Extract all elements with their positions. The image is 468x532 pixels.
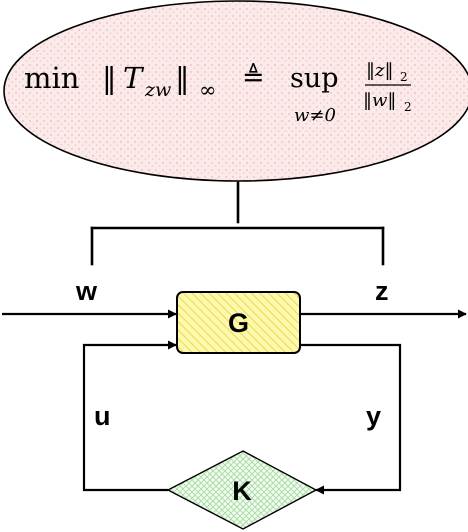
feedback-path-y — [300, 343, 402, 495]
formula-defeq: ≜ — [242, 62, 265, 93]
signal-label-z: z — [375, 276, 389, 306]
signal-label-y: y — [366, 401, 381, 431]
formula-sup-subscript: w≠0 — [294, 105, 336, 126]
objective-ellipse — [3, 0, 468, 182]
formula-norm-close: ‖ — [175, 61, 190, 95]
formula-infinity: ∞ — [199, 78, 217, 102]
formula-T-subscript: zw — [144, 79, 171, 101]
feedback-path-u — [82, 340, 177, 492]
formula-norm-open: ‖ — [102, 61, 117, 95]
formula-numerator: ‖z‖ — [366, 60, 393, 81]
controller-label: K — [232, 476, 252, 506]
objective-bracket — [90, 181, 385, 266]
signal-label-w: w — [75, 276, 98, 306]
formula-numerator-subscript: 2 — [400, 70, 408, 84]
signal-label-u: u — [94, 401, 111, 431]
controller-block[interactable] — [166, 450, 318, 530]
formula-min: min — [24, 61, 79, 95]
plant-block[interactable] — [176, 291, 301, 354]
plant-label: G — [228, 308, 249, 338]
formula-denominator: ‖w‖ — [363, 90, 396, 111]
formula-T: T — [123, 61, 145, 95]
hinf-objective-formula: min ‖ T zw ‖ ∞ ≜ sup w≠0 ‖z‖ 2 ‖w‖ 2 — [24, 60, 412, 126]
formula-denominator-subscript: 2 — [404, 100, 412, 114]
formula-sup: sup — [290, 63, 339, 94]
